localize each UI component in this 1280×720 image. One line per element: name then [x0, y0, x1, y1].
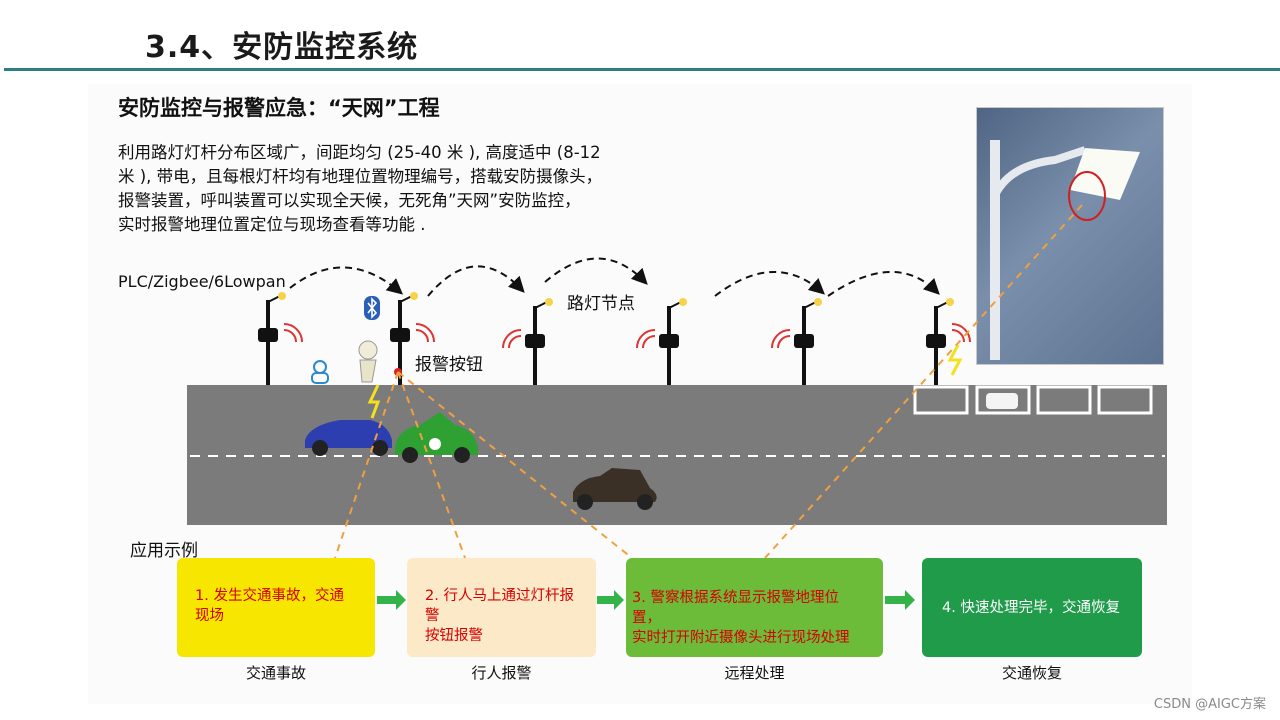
pedestrian-icon [358, 340, 378, 383]
flow-step-text: 3. 警察根据系统显示报警地理位置， [632, 590, 839, 626]
lightning-icon [947, 344, 963, 376]
network-hop-arcs [289, 257, 940, 297]
flow-step-text: 1. 发生交通事故，交通 [195, 588, 344, 604]
flow-step-text: 实时打开附近摄像头进行现场处理 [632, 630, 850, 646]
slide-title: 3.4、安防监控系统 [145, 30, 419, 65]
description-line: 利用路灯灯杆分布区域广，间距均匀 (25-40 米 ), 高度适中 (8-12 [118, 143, 601, 162]
description-line: 米 ), 带电，且每根灯杆均有地理位置物理编号，搭载安防摄像头， [118, 167, 603, 186]
flow-step-text: 4. 快速处理完毕，交通恢复 [942, 600, 1120, 616]
bluetooth-icon [364, 296, 380, 320]
green-car-icon [395, 412, 478, 463]
flow-step-caption: 远程处理 [724, 664, 785, 682]
lightning-icon [367, 384, 381, 419]
description-line: 报警装置，呼叫装置可以实现全天候，无死角”天网”安防监控， [118, 191, 581, 210]
parking-bays [913, 385, 1153, 415]
flow-connector-lines [334, 204, 1083, 559]
description-paragraph: 利用路灯灯杆分布区域广，间距均匀 (25-40 米 ), 高度适中 (8-12 … [118, 141, 658, 237]
flow-step-caption: 交通恢复 [1001, 664, 1062, 682]
flow-step-caption: 交通事故 [245, 664, 306, 682]
flow-step-pedestrian-alarm: 2. 行人马上通过灯杆报警 按钮报警 [407, 558, 596, 657]
alarm-button-label: 报警按钮 [415, 355, 483, 375]
street-light-node [258, 292, 971, 385]
user-call-icon [311, 360, 329, 384]
flow-step-text: 2. 行人马上通过灯杆报警 [425, 588, 574, 624]
content-subtitle: 安防监控与报警应急：“天网”工程 [118, 96, 440, 120]
description-line: 实时报警地理位置定位与现场查看等功能 . [118, 215, 426, 234]
flow-step-recovery: 4. 快速处理完毕，交通恢复 [922, 558, 1142, 657]
street-light-camera-photo [976, 107, 1164, 365]
flow-step-text: 按钮报警 [425, 628, 483, 644]
protocol-label: PLC/Zigbee/6Lowpan [118, 272, 286, 291]
title-divider [4, 68, 1280, 71]
street-light-node-label: 路灯节点 [567, 294, 635, 314]
photo-light-pole [990, 140, 1140, 360]
parked-car-icon [986, 393, 1018, 409]
blue-car-icon [305, 420, 392, 456]
usage-example-label: 应用示例 [130, 541, 198, 561]
flow-step-remote-handling: 3. 警察根据系统显示报警地理位置， 实时打开附近摄像头进行现场处理 [626, 558, 883, 657]
watermark: CSDN @AIGC方案 [1153, 697, 1266, 712]
flow-arrow-icon [377, 590, 915, 610]
flow-step-caption: 行人报警 [471, 664, 532, 682]
hotrod-car-icon [573, 468, 657, 510]
flow-step-text: 现场 [195, 608, 224, 624]
flow-step-accident: 1. 发生交通事故，交通 现场 [177, 558, 375, 657]
